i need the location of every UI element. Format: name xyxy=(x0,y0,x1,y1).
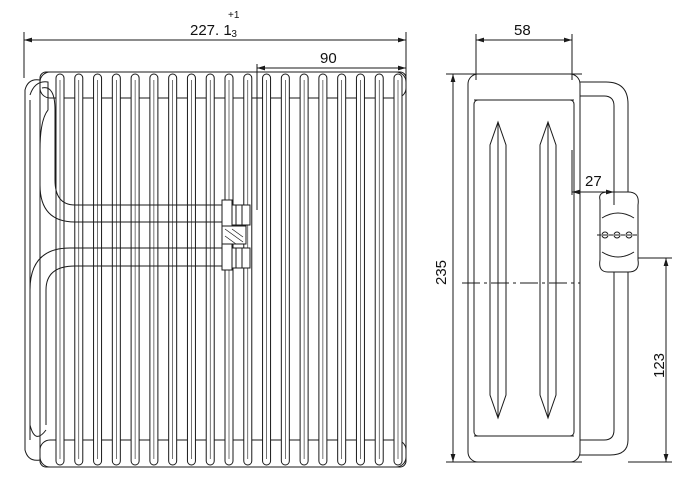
fitting-height-label: 123 xyxy=(651,353,668,378)
lower-pipe-bend xyxy=(29,424,47,437)
upper-pipe-outer xyxy=(29,81,222,223)
fitting-height-dimension: 123 xyxy=(628,257,672,463)
overall-width-dimension: 227. 1 +1 -3 xyxy=(23,10,407,78)
lower-pipe-outer xyxy=(45,265,222,425)
fin-arrow-right xyxy=(539,120,557,420)
upper-fitting xyxy=(221,199,251,245)
pipe-offset-dimension: 27 xyxy=(571,150,615,205)
tube-fins xyxy=(55,73,403,466)
pipe-offset-label: 27 xyxy=(585,173,602,190)
side-body xyxy=(467,73,581,463)
height-label: 235 xyxy=(433,260,450,285)
side-fitting-block xyxy=(597,191,639,273)
side-upper-pipe xyxy=(580,81,629,195)
left-end-tank xyxy=(24,79,41,461)
overall-width-label: 227. 1 xyxy=(190,22,232,39)
fin-arrow-left xyxy=(489,120,507,420)
fitting-offset-dimension: 90 xyxy=(256,50,406,210)
upper-refrigerant-pipe xyxy=(41,87,222,206)
depth-label: 58 xyxy=(514,22,531,39)
lower-fitting xyxy=(221,243,251,271)
overall-width-tol-upper: +1 xyxy=(228,10,240,21)
side-lower-pipe xyxy=(580,262,615,441)
side-view: 58 235 xyxy=(433,22,672,463)
fitting-offset-label: 90 xyxy=(320,50,337,67)
overall-width-tol-lower: -3 xyxy=(228,29,237,40)
height-dimension: 235 xyxy=(433,73,582,463)
front-view: 227. 1 +1 -3 90 xyxy=(23,10,407,468)
lower-refrigerant-pipe xyxy=(29,247,222,425)
depth-dimension: 58 xyxy=(475,22,573,80)
